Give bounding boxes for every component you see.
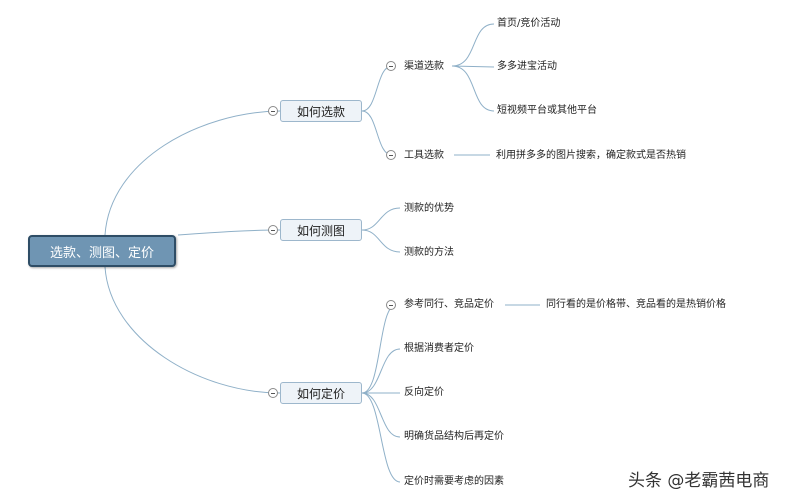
subnode-reverse[interactable]: 反向定价 — [404, 387, 444, 398]
leaf-node[interactable]: 同行看的是价格带、竞品看的是热销价格 — [546, 299, 726, 310]
collapse-toggle-icon[interactable] — [268, 106, 278, 116]
subnode-method[interactable]: 测款的方法 — [404, 247, 454, 258]
subnode-factors[interactable]: 定价时需要考虑的因素 — [404, 476, 504, 487]
collapse-toggle-icon[interactable] — [386, 300, 396, 310]
branch-node-dingjia[interactable]: 如何定价 — [280, 382, 362, 404]
leaf-node[interactable]: 短视频平台或其他平台 — [497, 105, 597, 116]
subnode-qudao[interactable]: 渠道选款 — [404, 61, 444, 72]
watermark-text: 头条 @老霸茜电商 — [628, 471, 770, 491]
subnode-reference[interactable]: 参考同行、竞品定价 — [404, 299, 494, 310]
branch-node-cetu[interactable]: 如何测图 — [280, 219, 362, 241]
collapse-toggle-icon[interactable] — [386, 61, 396, 71]
branch-label: 如何测图 — [296, 223, 345, 238]
subnode-gongju[interactable]: 工具选款 — [404, 150, 444, 161]
subnode-structure[interactable]: 明确货品结构后再定价 — [404, 431, 504, 442]
leaf-node[interactable]: 利用拼多多的图片搜索，确定款式是否热销 — [496, 150, 686, 161]
leaf-node[interactable]: 多多进宝活动 — [497, 61, 557, 72]
subnode-consumer[interactable]: 根据消费者定价 — [404, 343, 474, 354]
branch-node-xuankuan[interactable]: 如何选款 — [280, 100, 362, 122]
branch-label: 如何定价 — [296, 386, 345, 401]
collapse-toggle-icon[interactable] — [268, 225, 278, 235]
collapse-toggle-icon[interactable] — [268, 388, 278, 398]
branch-label: 如何选款 — [296, 104, 345, 119]
subnode-advantage[interactable]: 测款的优势 — [404, 203, 454, 214]
collapse-toggle-icon[interactable] — [386, 150, 396, 160]
root-node[interactable]: 选款、测图、定价 — [28, 235, 176, 267]
leaf-node[interactable]: 首页/竞价活动 — [497, 18, 561, 29]
root-label: 选款、测图、定价 — [49, 245, 154, 261]
